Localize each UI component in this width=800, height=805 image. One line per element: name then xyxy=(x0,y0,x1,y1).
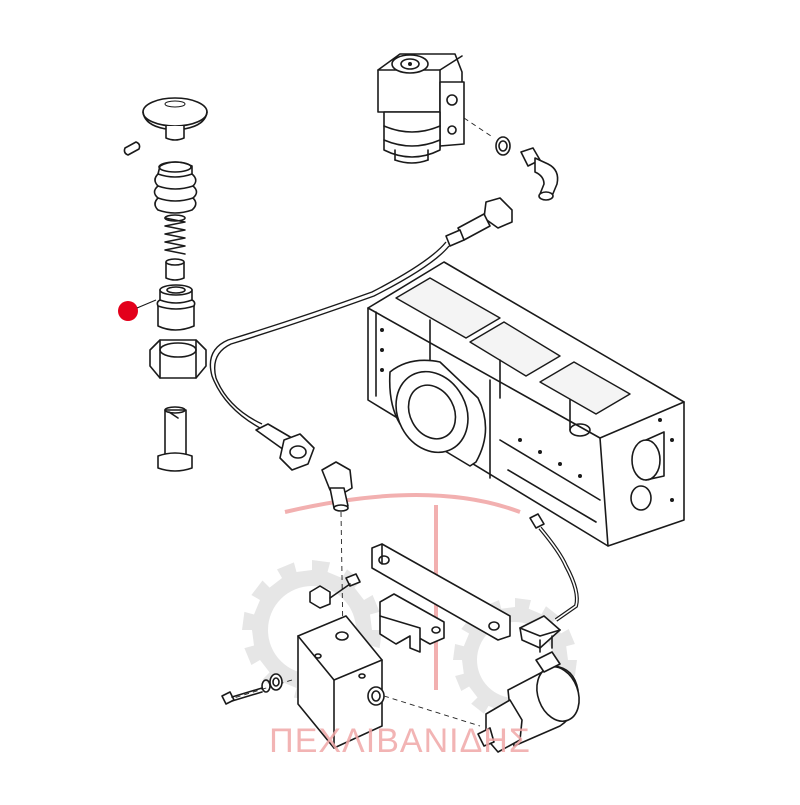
spring xyxy=(164,214,186,255)
rubber-boot xyxy=(153,161,198,214)
washer-set xyxy=(261,673,283,693)
steering-unit xyxy=(377,53,465,164)
elbow-fitting-bottom xyxy=(321,461,353,512)
bolt-small-lower xyxy=(221,687,263,705)
axle-housing xyxy=(367,261,685,547)
bushing xyxy=(165,258,185,281)
pipe xyxy=(209,241,447,429)
valve-cap xyxy=(142,97,208,141)
valve-block xyxy=(233,615,481,749)
bolt xyxy=(157,406,193,472)
valve-body xyxy=(156,284,196,331)
bolt-small-upper xyxy=(309,573,361,609)
marker-dot xyxy=(118,299,157,321)
elbow-fitting-top xyxy=(520,147,559,201)
o-ring xyxy=(495,136,511,156)
watermark-text: ΠΕΧΛΙΒΑΝΙΔΗΣ xyxy=(269,722,531,760)
hex-nut xyxy=(149,339,207,379)
hose-fitting-top xyxy=(445,197,513,247)
plate xyxy=(371,543,511,641)
bracket xyxy=(379,593,445,653)
watermark-swoosh xyxy=(284,493,521,514)
wire-connector xyxy=(519,513,579,649)
solenoid xyxy=(477,635,580,753)
pin xyxy=(123,141,141,156)
hose-fitting-bottom xyxy=(255,423,315,471)
